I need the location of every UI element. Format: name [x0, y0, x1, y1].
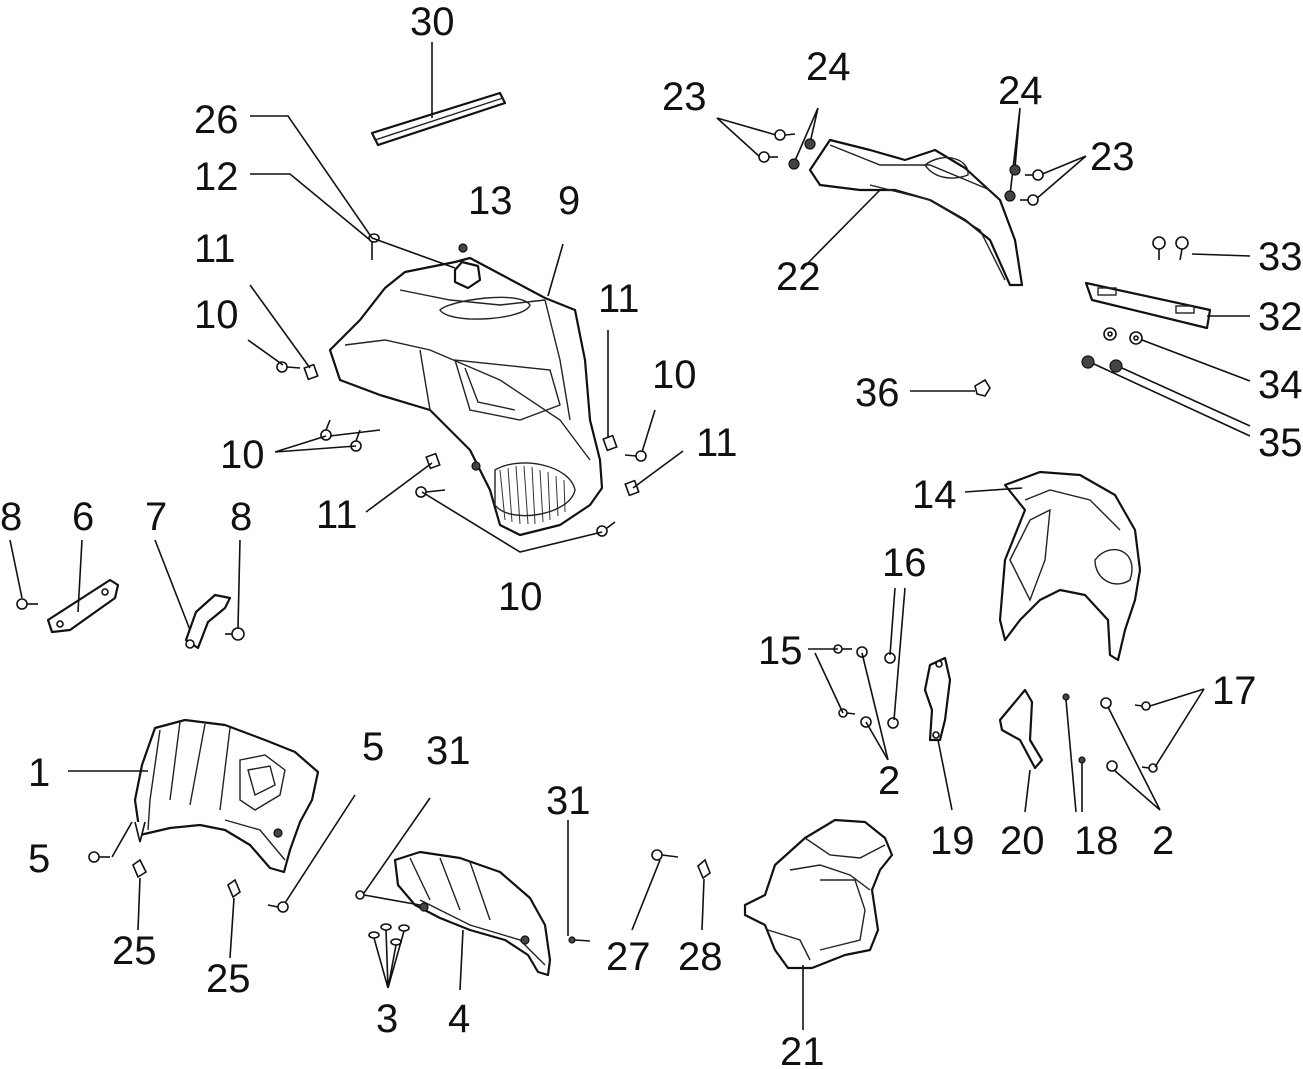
part-1-hardware — [88, 794, 356, 959]
callout-35: 35 — [1258, 421, 1303, 465]
callout-1: 1 — [28, 751, 50, 795]
callout-26: 26 — [194, 98, 239, 142]
callout-25: 25 — [112, 929, 157, 973]
callout-5: 5 — [28, 837, 50, 881]
callout-20: 20 — [1000, 819, 1045, 863]
parts-32-36 — [910, 236, 1251, 437]
callout-3: 3 — [376, 997, 398, 1041]
callout-21: 21 — [780, 1030, 825, 1069]
part-9-inner-shield — [328, 243, 604, 537]
callout-25: 25 — [206, 957, 251, 1001]
callout-2: 2 — [878, 759, 900, 803]
callout-8: 8 — [0, 495, 22, 539]
callout-2: 2 — [1152, 819, 1174, 863]
callout-31: 31 — [546, 779, 591, 823]
parts-6-8 — [9, 539, 245, 650]
callout-4: 4 — [448, 997, 470, 1041]
callout-28: 28 — [678, 935, 723, 979]
callout-11: 11 — [194, 227, 236, 271]
callout-15: 15 — [758, 629, 803, 673]
callout-10: 10 — [652, 353, 697, 397]
part-30-rail — [370, 42, 507, 147]
callout-6: 6 — [72, 495, 94, 539]
callout-17: 17 — [1212, 669, 1257, 713]
callout-10: 10 — [498, 575, 543, 619]
callout-5: 5 — [362, 725, 384, 769]
callout-23: 23 — [662, 75, 707, 119]
callout-31: 31 — [426, 729, 471, 773]
callout-11: 11 — [696, 421, 738, 465]
callout-36: 36 — [855, 371, 900, 415]
part-21-front-cover — [743, 818, 894, 1030]
callout-10: 10 — [220, 433, 265, 477]
callout-9: 9 — [558, 179, 580, 223]
callout-12: 12 — [194, 155, 239, 199]
callout-8: 8 — [230, 495, 252, 539]
leaders-part-9 — [247, 115, 684, 553]
callout-11: 11 — [598, 277, 640, 321]
callout-32: 32 — [1258, 295, 1303, 339]
callout-18: 18 — [1074, 819, 1119, 863]
callout-34: 34 — [1258, 363, 1303, 407]
part-14-splash-guard — [964, 470, 1142, 662]
callout-16: 16 — [882, 541, 927, 585]
callout-24: 24 — [998, 69, 1043, 113]
callout-24: 24 — [806, 45, 851, 89]
callout-19: 19 — [930, 819, 975, 863]
callout-23: 23 — [1090, 135, 1135, 179]
callout-33: 33 — [1258, 235, 1303, 279]
part-9-hardware — [276, 233, 647, 537]
callout-13: 13 — [468, 179, 513, 223]
callout-27: 27 — [606, 935, 651, 979]
callout-14: 14 — [912, 473, 957, 517]
callout-7: 7 — [145, 495, 167, 539]
part-4-front-fender — [355, 797, 591, 991]
part-22-rear-fender — [716, 107, 1087, 287]
callout-30: 30 — [410, 0, 455, 44]
callout-10: 10 — [194, 293, 239, 337]
callout-11: 11 — [316, 493, 358, 537]
parts-15-20 — [808, 587, 1205, 813]
callout-22: 22 — [776, 255, 821, 299]
parts-27-28 — [631, 849, 711, 931]
part-1-front-shield — [68, 718, 320, 874]
